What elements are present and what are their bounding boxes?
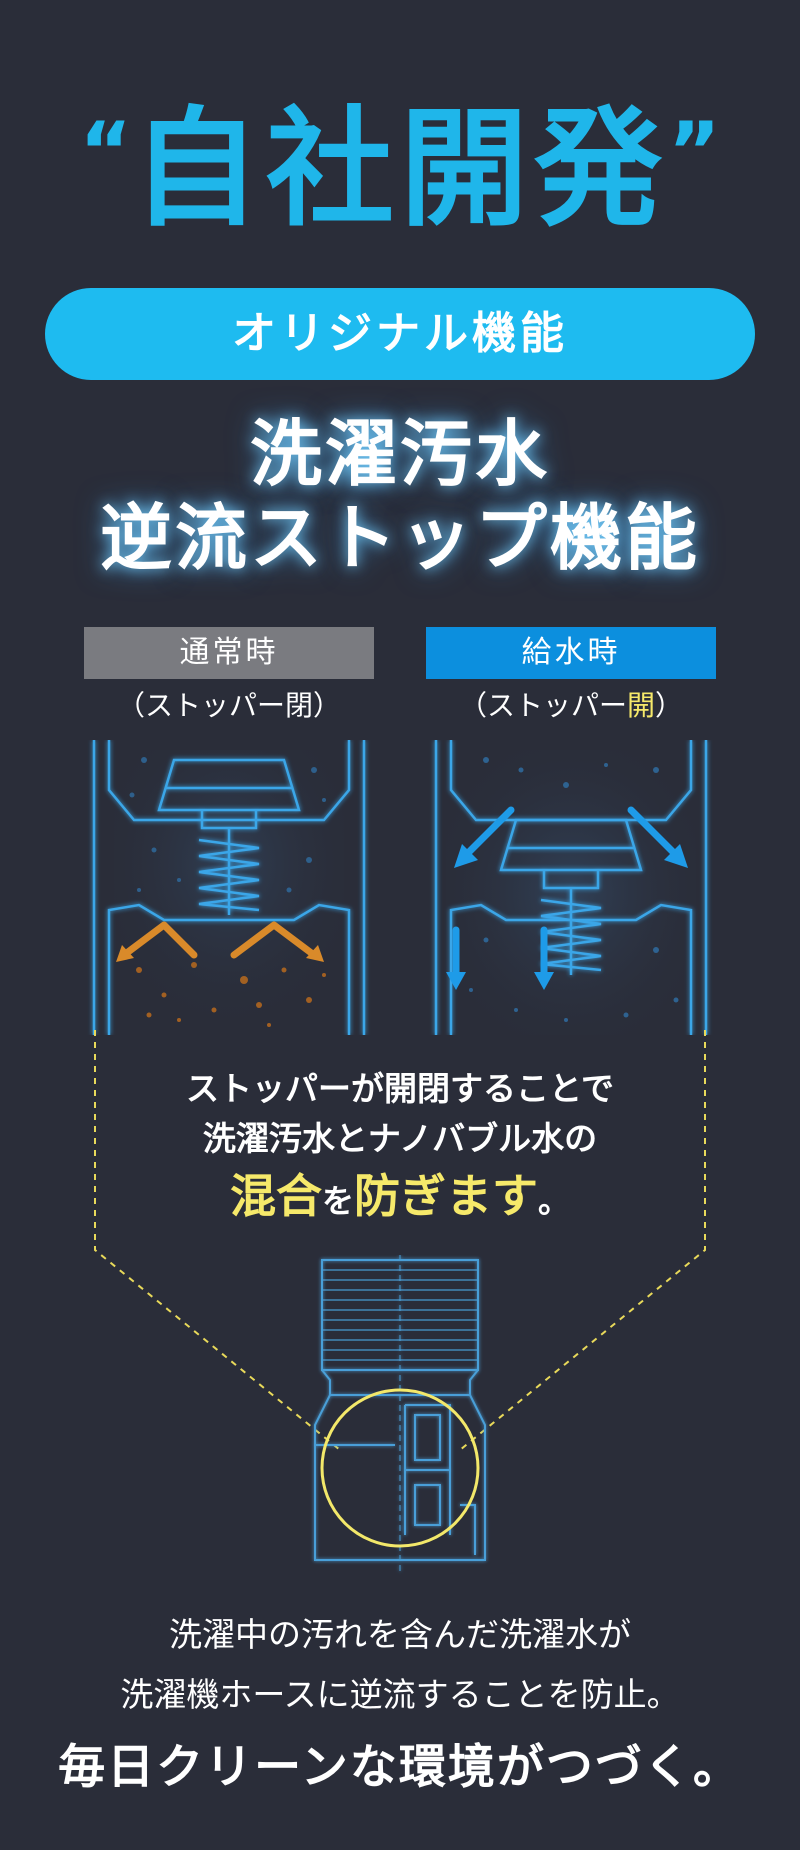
title-line-1: 洗濯汚水 [249, 412, 550, 496]
emphasis-prevent: 防ぎます [354, 1169, 538, 1223]
headline-text: 自社開発 [131, 95, 668, 244]
bubbles [129, 757, 326, 893]
close-quote: ” [668, 105, 721, 198]
caption-open: （ストッパー [458, 689, 627, 722]
stopper-closed-diagram [92, 740, 366, 1035]
message-line-2: 洗濯汚水とナノバブル水の [202, 1119, 598, 1158]
caption-close: ） [313, 689, 342, 722]
open-quote: “ [79, 105, 132, 198]
bubbles [469, 757, 679, 1022]
message-period: 。 [538, 1182, 571, 1220]
thread-lines [322, 1269, 478, 1361]
blocked-flow-arrows [120, 921, 318, 959]
dirty-particles [136, 962, 326, 1027]
caption-state-closed: 閉 [284, 689, 313, 722]
callout-dashed-lines [94, 1030, 706, 1451]
water-supply-caption: （ストッパー開） [426, 686, 716, 726]
caption-close: ） [655, 689, 684, 722]
footer-line-3: 毎日クリーンな環境がつづく。 [58, 1740, 742, 1795]
headline: “自社開発” [0, 100, 800, 240]
caption-state-open: 開 [626, 689, 655, 722]
stopper-open-diagram [434, 740, 708, 1035]
footer-line-1: 洗濯中の汚れを含んだ洗濯水が [169, 1615, 631, 1654]
message-line-1: ストッパーが開閉することで [185, 1069, 614, 1108]
normal-state-caption: （ストッパー閉） [84, 686, 374, 726]
emphasis-mixing: 混合 [229, 1169, 322, 1223]
normal-state-tag: 通常時 [84, 627, 374, 679]
feature-badge: オリジナル機能 [45, 288, 755, 380]
title-line-2: 逆流ストップ機能 [99, 496, 700, 580]
message-particle: を [321, 1182, 354, 1220]
water-flow-arrows [452, 806, 680, 979]
adapter-cross-section [314, 1255, 486, 1575]
footer-line-2: 洗濯機ホースに逆流することを防止。 [120, 1675, 680, 1714]
water-supply-tag: 給水時 [426, 627, 716, 679]
message-line-3: 混合を防ぎます。 [0, 1166, 800, 1237]
caption-open: （ストッパー [116, 689, 285, 722]
magnifier-circle [320, 1388, 480, 1548]
